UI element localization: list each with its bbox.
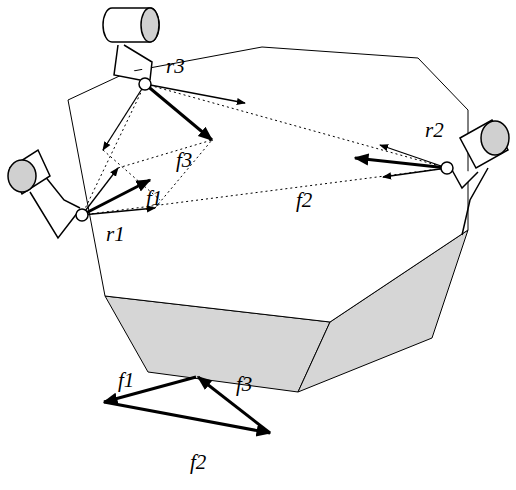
force-component	[145, 84, 245, 103]
finger-body	[114, 45, 140, 80]
cylinder-end	[481, 121, 509, 155]
robot-finger	[103, 8, 159, 80]
robot-finger	[8, 150, 80, 238]
contact-point	[76, 209, 88, 221]
finger-body	[30, 192, 78, 238]
construction-lines	[82, 84, 447, 215]
force-component	[82, 208, 155, 215]
contact-label: r2	[425, 120, 444, 141]
finger-body	[452, 170, 478, 188]
force-triangle-label: f2	[190, 452, 206, 473]
finger-body	[462, 168, 488, 235]
force-component	[103, 84, 145, 150]
contact-point	[139, 78, 151, 90]
dotted-line	[82, 84, 145, 215]
cylinder-end	[8, 160, 36, 192]
force-vector	[145, 84, 212, 140]
finger-cylinder	[460, 120, 508, 168]
dotted-line	[155, 140, 212, 208]
force-component	[82, 168, 118, 215]
force-triangle-side	[198, 377, 270, 433]
force-triangle-side	[104, 377, 196, 402]
force-label: f3	[176, 150, 192, 171]
force-label: f2	[296, 190, 312, 211]
finger-body	[44, 175, 80, 208]
contact-label: r3	[166, 56, 185, 77]
force-component	[380, 145, 447, 168]
contact-label: r1	[106, 224, 125, 245]
cylinder-end	[141, 8, 159, 42]
finger-cylinder	[103, 8, 159, 42]
force-triangle-label: f1	[118, 370, 134, 391]
force-triangle-side	[104, 402, 270, 433]
force-label: f1	[146, 188, 162, 209]
force-component	[383, 168, 447, 177]
dotted-line	[118, 140, 212, 168]
prism-top-face	[68, 47, 468, 322]
contact-point	[441, 162, 453, 174]
dotted-line	[82, 168, 447, 215]
finger-body	[124, 45, 152, 80]
robot-finger	[452, 120, 509, 235]
force-triangle-label: f3	[236, 374, 252, 395]
